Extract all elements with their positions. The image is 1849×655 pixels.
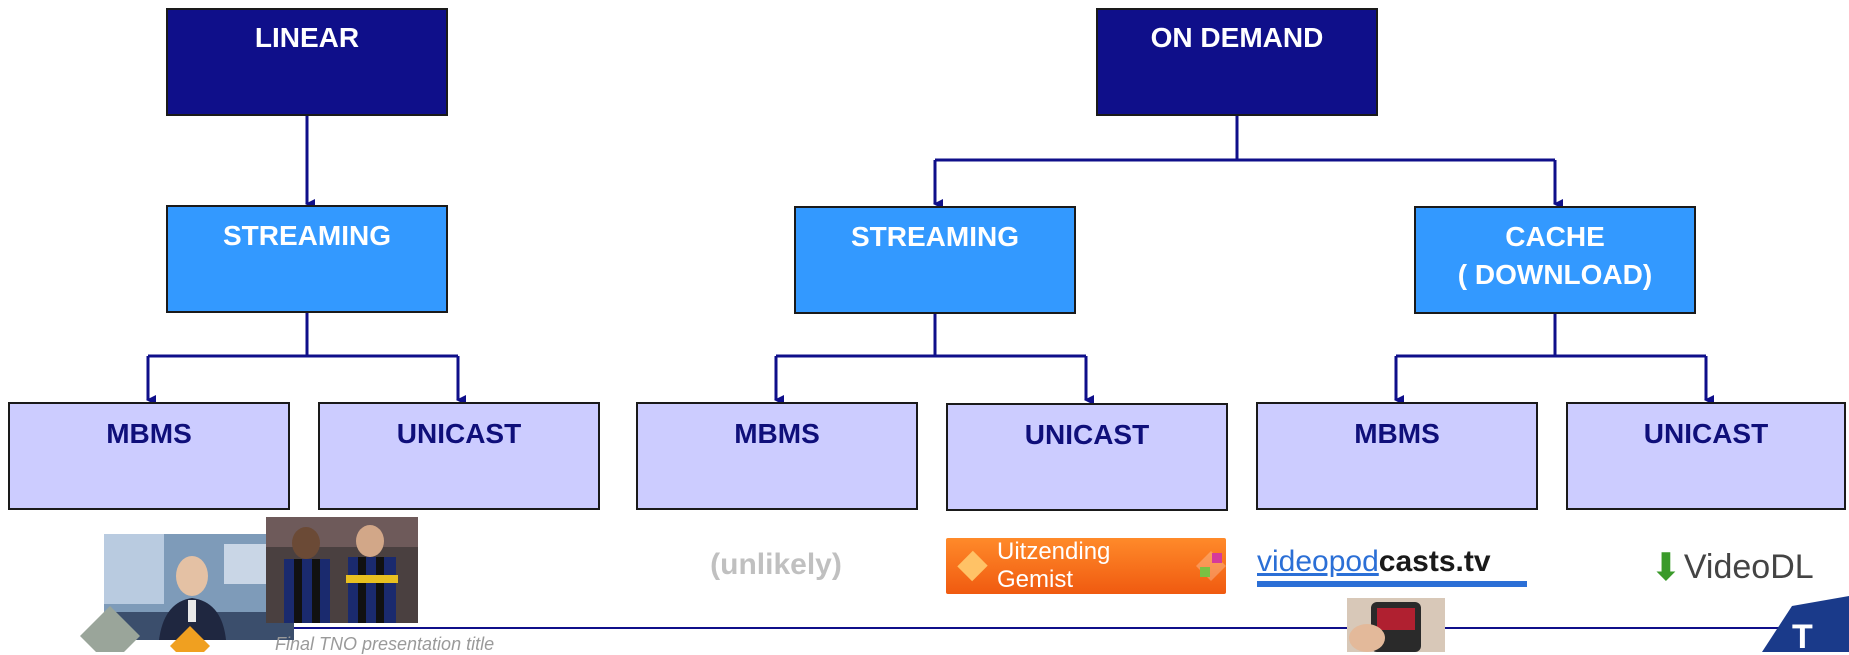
- leaf-label: MBMS: [1354, 418, 1440, 449]
- leaf-label: UNICAST: [1024, 419, 1150, 450]
- on-demand-streaming-label: STREAMING: [851, 221, 1019, 252]
- phone-hand-photo: [1347, 598, 1445, 652]
- cache-label-line2: ( DOWNLOAD): [1457, 259, 1653, 290]
- leaf-label: MBMS: [106, 418, 192, 449]
- channel-numbers-icon: [1196, 551, 1226, 581]
- diamond-icon: [957, 550, 988, 582]
- tno-logo: T: [1762, 596, 1849, 652]
- leaf-unicast-od-streaming: UNICAST: [946, 403, 1228, 511]
- footer-title: Final TNO presentation title: [275, 634, 495, 654]
- videopodcasts-logo-part1: videopod: [1257, 545, 1379, 578]
- football-players-photo: [266, 517, 418, 623]
- leaf-unicast-cache: UNICAST: [1566, 402, 1846, 510]
- leaf-label: UNICAST: [1643, 418, 1769, 449]
- cache-label: CACHE ( DOWNLOAD): [1458, 218, 1652, 312]
- uitzending-gemist-label: Uitzending Gemist: [996, 538, 1111, 593]
- cache-label-line1: CACHE: [1505, 221, 1605, 252]
- logo-underline-bar: [1257, 581, 1527, 587]
- on-demand-label: ON DEMAND: [1150, 22, 1324, 53]
- unlikely-note: (unlikely): [710, 548, 842, 581]
- leaf-mbms-od-streaming: MBMS: [636, 402, 918, 510]
- download-arrow-icon: ⬇: [1650, 547, 1682, 589]
- videopodcasts-logo-part2: casts.tv: [1378, 545, 1491, 578]
- linear-box: LINEAR: [166, 8, 448, 116]
- linear-streaming-label: STREAMING: [223, 220, 391, 251]
- leaf-mbms-cache: MBMS: [1256, 402, 1538, 510]
- leaf-label: MBMS: [734, 418, 820, 449]
- uitzending-gemist-logo: Uitzending Gemist: [946, 538, 1226, 594]
- videodl-label: VideoDL: [1683, 548, 1814, 586]
- videopodcasts-logo: videopodcasts.tv: [1257, 545, 1537, 587]
- on-demand-box: ON DEMAND: [1096, 8, 1378, 116]
- leaf-unicast-linear: UNICAST: [318, 402, 600, 510]
- leaf-mbms-linear: MBMS: [8, 402, 290, 510]
- corner-decoration: [80, 596, 230, 652]
- svg-text:T: T: [1792, 618, 1813, 652]
- linear-streaming-box: STREAMING: [166, 205, 448, 313]
- news-anchor-photo: [104, 534, 294, 640]
- linear-label: LINEAR: [254, 22, 360, 53]
- videodl-logo: ⬇ VideoDL: [1650, 545, 1814, 590]
- cache-box: CACHE ( DOWNLOAD): [1414, 206, 1696, 314]
- leaf-label: UNICAST: [396, 418, 522, 449]
- on-demand-streaming-box: STREAMING: [794, 206, 1076, 314]
